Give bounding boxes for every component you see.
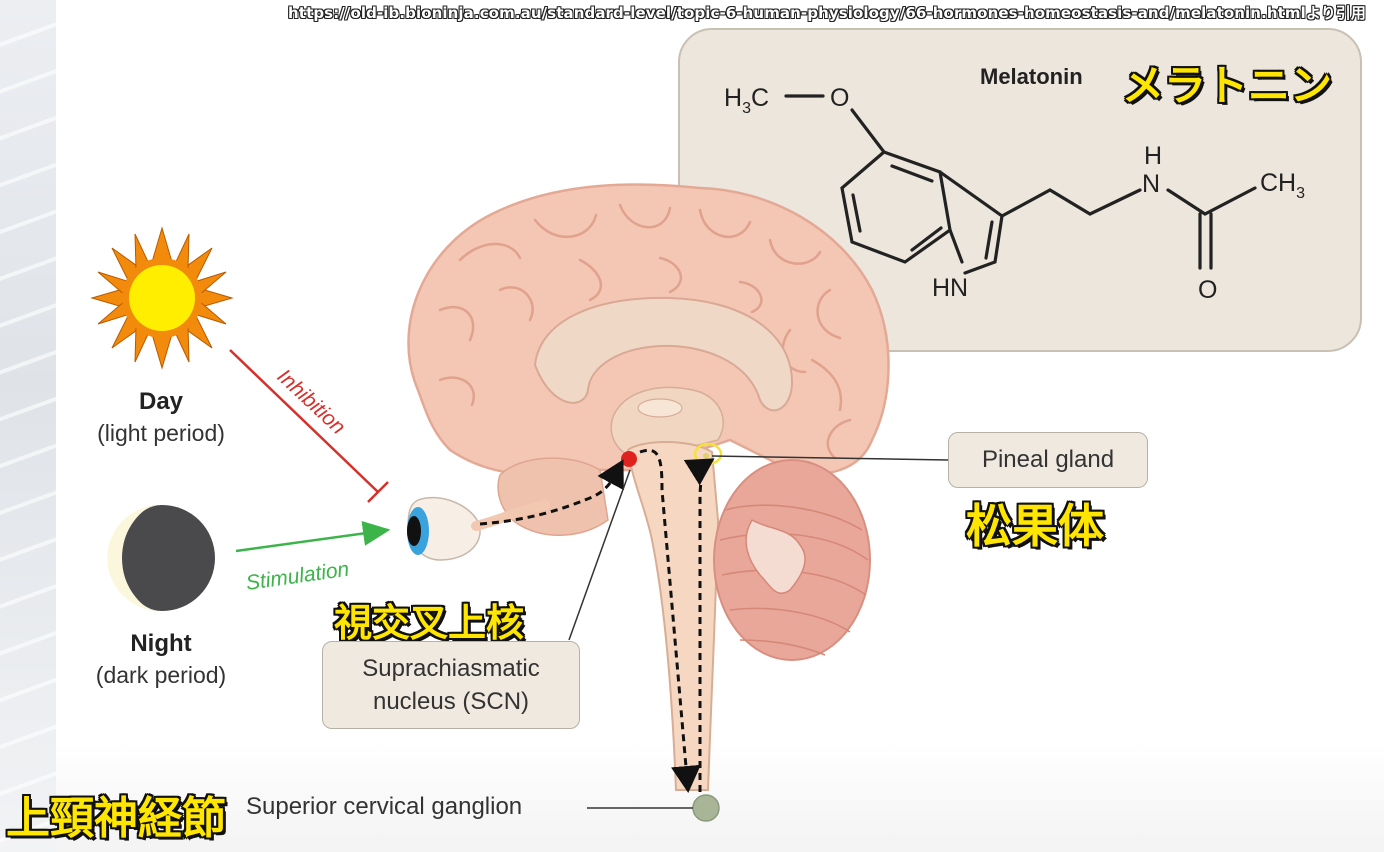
night-subtitle: (dark period): [95, 662, 227, 688]
scn-label-line1: Suprachiasmatic: [362, 655, 540, 682]
arbor-vitae: [745, 518, 806, 595]
cerebellum-folia: [719, 504, 869, 656]
bond-oxygen-ring: [850, 108, 886, 154]
scn-label: Suprachiasmatic nucleus (SCN): [322, 641, 580, 729]
pyrrole-ring: [938, 170, 1004, 275]
benzene-double-2: [851, 193, 862, 233]
pineal-gland-label: Pineal gland: [948, 432, 1148, 488]
benzene-double-3: [910, 226, 943, 252]
atom-ch3: CH3: [1260, 169, 1305, 202]
retina-to-scn-path: [479, 459, 624, 526]
corpus-callosum: [533, 296, 794, 412]
eye-icon: [407, 496, 550, 561]
source-citation: https://old-ib.bioninja.com.au/standard-…: [288, 4, 1366, 22]
atom-h3c: H3C: [724, 84, 769, 117]
atom-methoxy-oxygen: O: [830, 84, 849, 112]
atom-amide-n: N: [1142, 170, 1160, 198]
night-title: Night: [130, 630, 192, 657]
stimulation-arrow: [235, 521, 391, 553]
inhibition-arrow: [229, 349, 389, 503]
sun-icon: [90, 226, 234, 370]
ganglion-up-path: [683, 458, 715, 792]
scn-leader-line: [568, 469, 631, 641]
fornix-detail: [637, 398, 683, 418]
pineal-jp-caption: 松果体: [966, 499, 1104, 553]
background-bottom-fade: [56, 742, 1384, 852]
background-left-strip: [0, 0, 56, 852]
brain-illustration: [407, 183, 890, 822]
melatonin-title: Melatonin: [980, 64, 1083, 89]
atom-hn: HN: [932, 274, 968, 302]
scn-label-line2: nucleus (SCN): [372, 688, 530, 715]
superior-cervical-ganglion-label: Superior cervical ganglion: [246, 793, 523, 820]
atom-amide-h: H: [1144, 142, 1162, 170]
melatonin-jp-caption: メラトニン: [1122, 61, 1333, 110]
night-label: Night (dark period): [51, 630, 271, 689]
scn-jp-caption: 視交叉上核: [334, 601, 525, 645]
day-label: Day (light period): [51, 388, 271, 447]
ganglion-jp-caption: 上頸神経節: [6, 793, 226, 844]
amide-chain: [1166, 186, 1257, 216]
melatonin-structure: [784, 94, 1257, 275]
scn-down-path: [639, 448, 701, 793]
day-title: Day: [138, 388, 184, 415]
scn-marker: [621, 451, 637, 467]
atom-carbonyl-oxygen: O: [1198, 276, 1217, 304]
ganglion-marker: [692, 794, 720, 822]
pineal-leader-line: [711, 455, 949, 461]
melatonin-atoms: H3C O H N CH3 HN O: [724, 84, 1305, 304]
benzene-double-1: [890, 164, 934, 183]
pyrrole-bond: [948, 228, 964, 264]
stimulation-label: Stimulation: [244, 558, 350, 595]
pyrrole-double: [984, 220, 994, 260]
moon-icon: [107, 505, 215, 611]
ethyl-chain: [1000, 188, 1142, 218]
neural-pathway: [479, 448, 715, 793]
day-subtitle: (light period): [97, 420, 225, 446]
temporal-lobe: [497, 457, 609, 536]
